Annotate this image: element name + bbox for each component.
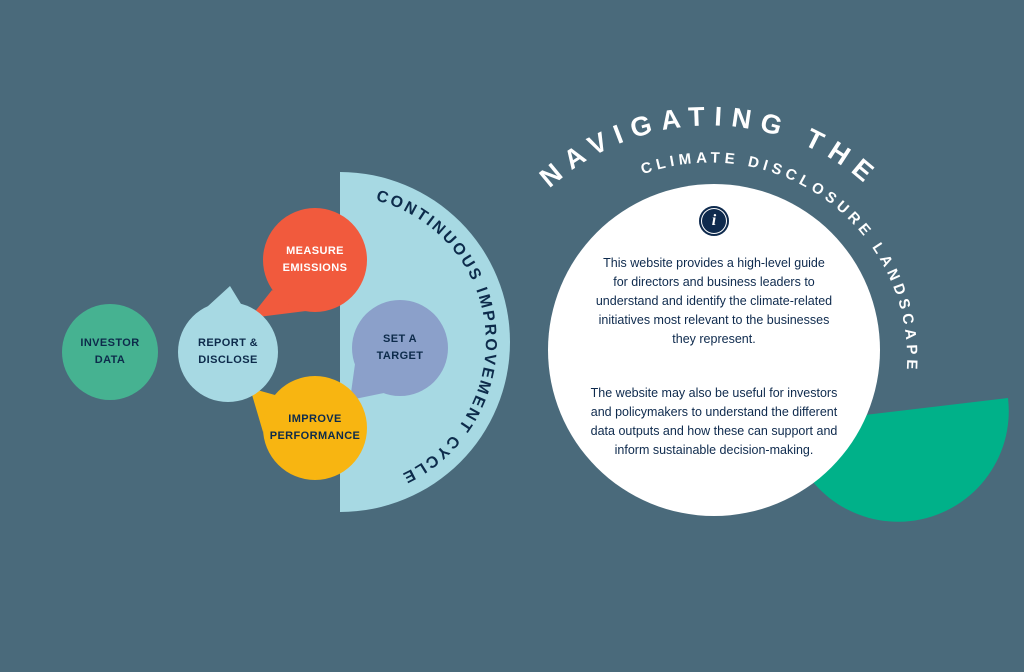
measure-bubble-tail [250,290,306,318]
bubble-investor-data: INVESTOR DATA [62,304,158,400]
bubble-improve-performance: IMPROVE PERFORMANCE [263,376,367,480]
bubble-label-line: IMPROVE [288,413,342,425]
page-title-line1: NAVIGATING THE [534,101,886,193]
bubble-label-line: PERFORMANCE [269,430,361,442]
bubble-report-disclose: REPORT & DISCLOSE [178,302,278,402]
bubble-label-line: MEASURE [286,245,344,257]
intro-circle: i This website provides a high-level gui… [548,184,880,516]
bubble-set-a-target: SET A TARGET [352,300,448,396]
bubble-label-line: TARGET [376,350,424,362]
bubble-measure-emissions: MEASURE EMISSIONS [263,208,367,312]
bubble-label-line: SET A [383,333,417,345]
intro-paragraph-1: This website provides a high-level guide… [595,256,833,346]
info-icon-glyph: i [711,212,717,229]
info-icon[interactable]: i [699,206,729,236]
intro-paragraph-2: The website may also be useful for inves… [590,385,838,457]
bubble-label-line: INVESTOR [80,337,140,349]
bubble-label-line: DISCLOSE [198,354,258,366]
improve-bubble-tail [250,388,275,432]
bubble-label-line: DATA [94,354,126,366]
bubble-label-line: EMISSIONS [282,262,348,274]
bubble-label-line: REPORT & [197,337,259,349]
report-bubble-tail [207,286,241,307]
